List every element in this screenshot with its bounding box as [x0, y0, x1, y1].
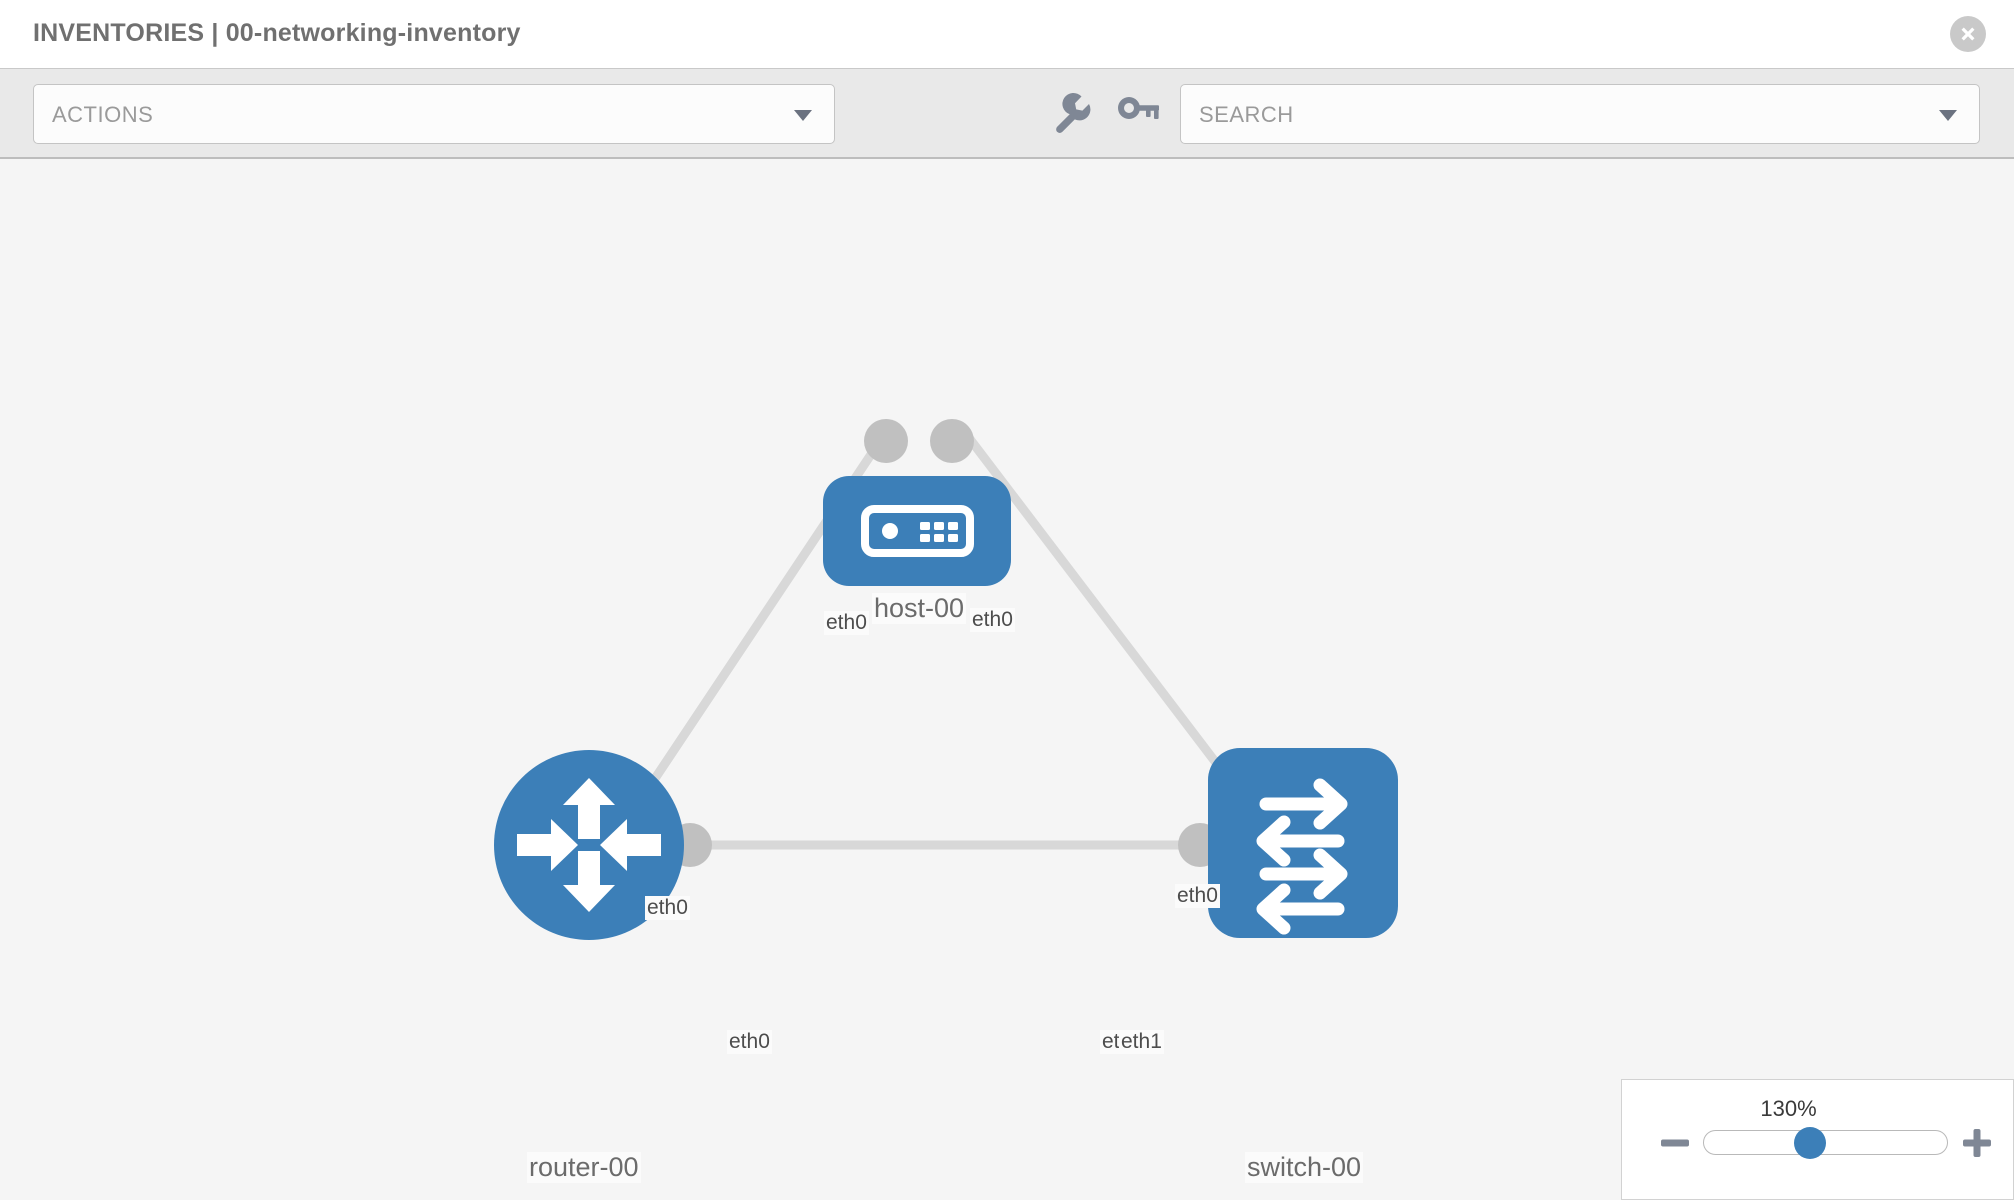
node-label-switch-00: switch-00 [1245, 1152, 1364, 1183]
socket-host-left[interactable] [864, 419, 908, 463]
node-host-00[interactable] [823, 476, 1011, 586]
iface-label-switch-up: eth0 [1175, 884, 1220, 908]
link-host-switch[interactable] [956, 423, 1249, 804]
minus-icon[interactable] [1658, 1126, 1692, 1160]
node-router-00-shape[interactable] [494, 750, 684, 940]
switch-arrows-icon [1256, 778, 1348, 935]
plus-icon[interactable] [1960, 1126, 1994, 1160]
key-icon[interactable] [1113, 89, 1161, 137]
zoom-control-panel: 130% [1621, 1079, 2014, 1200]
search-placeholder: SEARCH [1199, 102, 1294, 127]
server-icon [861, 505, 974, 557]
node-host-00-shape[interactable] [823, 476, 1011, 586]
zoom-level-value: 130% [1760, 1096, 1817, 1121]
router-arrows-icon [517, 778, 661, 912]
wrench-icon[interactable] [1045, 89, 1093, 137]
title-bar: INVENTORIES | 00-networking-inventory [0, 0, 2014, 69]
node-router-00[interactable] [494, 750, 684, 940]
actions-dropdown-label: ACTIONS [52, 102, 154, 127]
iface-label-host-left: eth0 [824, 611, 869, 635]
chevron-down-icon [794, 110, 812, 121]
socket-host-right[interactable] [930, 419, 974, 463]
toolbar: ACTIONS [0, 69, 2014, 159]
iface-label-router-right: eth0 [727, 1030, 772, 1054]
topology-canvas[interactable]: eth0 host-00 eth0 eth0 eth0 eth0 eth0 et… [0, 161, 2014, 1200]
page-title: INVENTORIES | 00-networking-inventory [33, 19, 521, 47]
chevron-down-icon[interactable] [1939, 110, 1957, 121]
actions-dropdown[interactable]: ACTIONS [33, 84, 835, 144]
topology-graph [494, 419, 1398, 940]
tool-icon-group [1045, 83, 1185, 143]
node-switch-00[interactable] [1208, 748, 1398, 938]
search-input[interactable]: SEARCH [1180, 84, 1980, 144]
iface-label-switch-left: eth1 [1119, 1030, 1164, 1054]
iface-label-host-right: eth0 [970, 608, 1015, 632]
zoom-slider-thumb[interactable] [1794, 1127, 1826, 1159]
node-label-router-00: router-00 [527, 1152, 641, 1183]
iface-label-router-up: eth0 [645, 896, 690, 920]
close-icon[interactable] [1950, 16, 1986, 52]
node-label-host-00: host-00 [872, 593, 967, 624]
